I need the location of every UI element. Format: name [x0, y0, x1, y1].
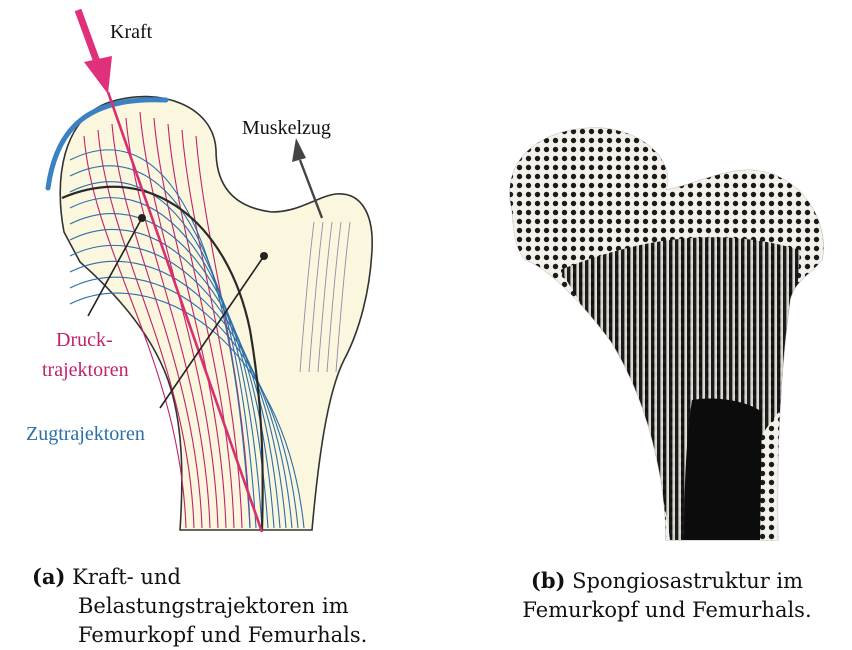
- panel-b-spongiosa-image: [470, 100, 840, 560]
- caption-a: (a) Kraft- und Belastungstrajektoren im …: [32, 562, 392, 650]
- compression-label-line2: trajektoren: [42, 359, 129, 381]
- force-label: Kraft: [110, 21, 153, 43]
- panel-a-trajectory-diagram: Kraft Muskelzug Druck- trajektoren Zugtr…: [0, 0, 430, 560]
- compression-label-line1: Druck-: [56, 329, 113, 351]
- caption-b-tag: (b): [531, 568, 566, 593]
- muscle-label: Muskelzug: [242, 117, 331, 139]
- spongiosa-svg: [470, 100, 840, 560]
- caption-a-tag: (a): [32, 564, 65, 589]
- caption-a-body: (a) Kraft- und Belastungstrajektoren im …: [32, 562, 392, 650]
- trajectory-diagram-svg: Kraft Muskelzug Druck- trajektoren Zugtr…: [0, 0, 430, 560]
- tension-label: Zugtrajektoren: [26, 423, 145, 445]
- caption-b: (b) Spongiosastruktur im Femurkopf und F…: [494, 566, 840, 625]
- force-arrow: [78, 10, 112, 94]
- caption-b-text: Spongiosastruktur im Femurkopf und Femur…: [522, 569, 811, 622]
- caption-a-text: Kraft- und Belastungstrajektoren im Femu…: [72, 565, 367, 647]
- spongiosa-texture: [470, 100, 840, 560]
